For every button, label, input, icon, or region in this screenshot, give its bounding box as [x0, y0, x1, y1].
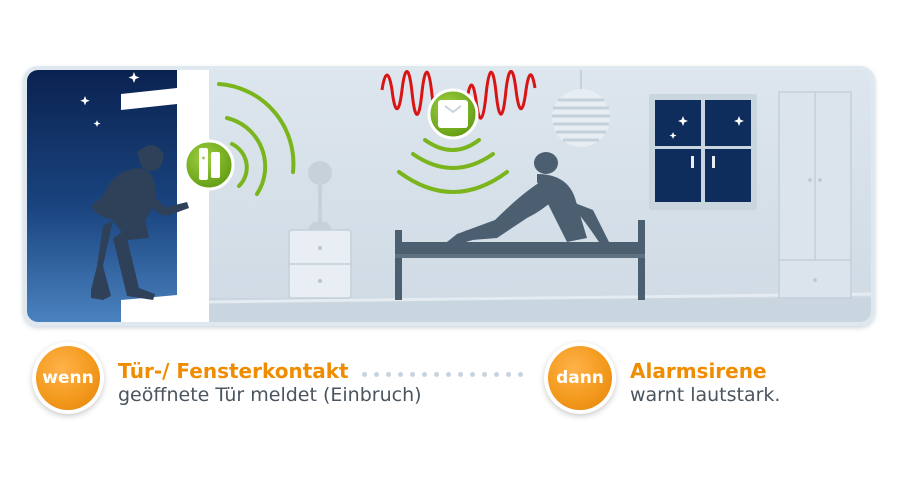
then-step: dann Alarmsirene warnt lautstark.: [548, 346, 780, 410]
then-badge: dann: [548, 346, 612, 410]
step-connector: [362, 372, 523, 377]
table-lamp: [307, 161, 333, 230]
door-frame: [177, 70, 209, 322]
nightstand: [288, 229, 352, 299]
sleeper-silhouette: [447, 152, 609, 246]
alarm-wave: [380, 70, 537, 120]
wardrobe: [778, 91, 852, 299]
if-text-block: Tür-/ Fensterkontakt geöffnete Tür melde…: [118, 359, 422, 408]
open-door-top: [121, 88, 177, 110]
burglar-silhouette: [91, 145, 189, 300]
bed: [395, 220, 645, 300]
if-badge: wenn: [36, 346, 100, 410]
ceiling-lamp: [552, 70, 610, 147]
then-text-block: Alarmsirene warnt lautstark.: [630, 359, 780, 408]
door-sensor-icon: [183, 139, 235, 191]
star-icon: [80, 72, 140, 127]
if-description: geöffnete Tür meldet (Einbruch): [118, 384, 422, 406]
then-description: warnt lautstark.: [630, 384, 781, 406]
siren-icon: [427, 88, 479, 140]
signal-waves-icon: [217, 82, 296, 196]
if-title: Tür-/ Fensterkontakt: [118, 359, 349, 383]
if-step: wenn Tür-/ Fensterkontakt geöffnete Tür …: [36, 346, 422, 410]
then-title: Alarmsirene: [630, 359, 767, 383]
scene-illustration: [27, 70, 871, 322]
window: [649, 94, 757, 210]
siren-sound-waves: [397, 138, 509, 194]
star-icon: [669, 116, 744, 139]
